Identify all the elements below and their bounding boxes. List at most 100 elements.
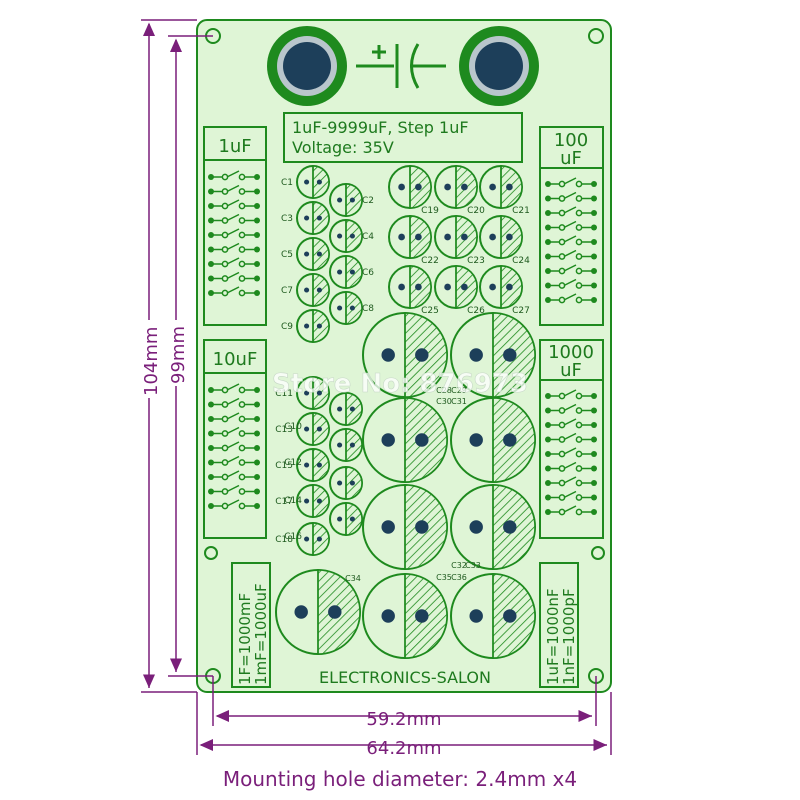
note-box-left: 1F=1000mF 1mF=1000uF: [231, 562, 271, 688]
brand-label: ELECTRONICS-SALON: [319, 668, 491, 687]
dim-width-outer: 64.2mm: [366, 738, 441, 759]
dip-switch-row: [208, 484, 260, 495]
capacitor-label: C19: [421, 206, 439, 216]
capacitor: [275, 569, 361, 655]
capacitor-label: C13: [275, 425, 293, 435]
capacitor: [450, 484, 536, 570]
capacitor: C14: [284, 466, 363, 506]
capacitor-label: C33: [465, 561, 481, 570]
capacitor: C25: [388, 265, 439, 316]
capacitor-label: C36: [451, 573, 467, 582]
capacitor: C3: [281, 201, 330, 235]
dip-switch-row: [545, 461, 597, 472]
capacitor: C16: [284, 502, 363, 542]
spec-box: [283, 112, 523, 163]
dip-switch-row: [545, 235, 597, 246]
capacitor: [362, 312, 448, 398]
dip-switch-row: [208, 441, 260, 452]
capacitor: [362, 573, 448, 659]
dip-switch-row: [545, 447, 597, 458]
terminal-left: [267, 26, 347, 106]
capacitor: [362, 484, 448, 570]
capacitor-label: C35: [436, 573, 452, 582]
capacitor: C24: [479, 215, 530, 266]
capacitor: C13: [275, 412, 330, 446]
capacitor-label: C11: [275, 389, 293, 399]
dip-switch-row: [208, 271, 260, 282]
note-left-2: 1mF=1000uF: [252, 583, 270, 685]
capacitor-label: C20: [467, 206, 485, 216]
capacitor-label: C24: [512, 256, 530, 266]
capacitor: C10: [284, 392, 363, 432]
dip-switch-row: [545, 220, 597, 231]
dip-switch-row: [208, 228, 260, 239]
capacitor: C2: [329, 183, 374, 217]
dip-switch-row: [545, 264, 597, 275]
header-1uf: 1uF: [218, 136, 251, 157]
capacitor-label: C3: [281, 214, 293, 224]
capacitor: C20: [434, 165, 485, 216]
switch-block-10uf: 10uF: [203, 339, 267, 539]
spec-line-1: 1uF-9999uF, Step 1uF: [292, 118, 469, 137]
capacitor-label: C16: [284, 532, 302, 542]
dip-switch-row: [208, 257, 260, 268]
capacitor: C27: [479, 265, 530, 316]
capacitor-label: C4: [362, 232, 374, 242]
capacitor-label: C25: [421, 306, 439, 316]
capacitor: C1: [281, 165, 330, 199]
capacitor: C9: [281, 309, 330, 343]
capacitor-label: C26: [467, 306, 485, 316]
note-right-1: 1uF=1000nF: [544, 588, 562, 685]
capacitor: C21: [479, 165, 530, 216]
capacitor-layer: C1C3C5C7C9C2C4C6C8C11C13C15C17C18C10C12C…: [275, 165, 536, 659]
capacitor: C22: [388, 215, 439, 266]
capacitor: [450, 397, 536, 483]
dip-switch-row: [545, 418, 597, 429]
switch-block-1000uf: 1000 uF: [539, 339, 604, 539]
dip-switch-row: [208, 426, 260, 437]
capacitor-label: C7: [281, 286, 293, 296]
capacitor: C8: [329, 291, 374, 325]
capacitor: C7: [281, 273, 330, 307]
dip-switch-row: [545, 403, 597, 414]
dip-switch-row: [208, 242, 260, 253]
dip-switch-row: [208, 170, 260, 181]
dip-switch-row: [208, 499, 260, 510]
capacitor: C15: [275, 448, 330, 482]
dip-switch-row: [208, 470, 260, 481]
spec-line-2: Voltage: 35V: [292, 138, 394, 157]
capacitor-symbol-icon: [356, 43, 446, 89]
dip-switch-row: [545, 293, 597, 304]
capacitor-label: C29: [451, 386, 467, 395]
capacitor: C17: [275, 484, 330, 518]
capacitor-label: C12: [284, 458, 302, 468]
capacitor-label: C5: [281, 250, 293, 260]
header-1000uf-a: 1000: [548, 342, 594, 363]
dip-switch-row: [545, 206, 597, 217]
dip-switch-row: [545, 505, 597, 516]
capacitor: C5: [281, 237, 330, 271]
capacitor-label: C23: [467, 256, 485, 266]
mounting-note: Mounting hole diameter: 2.4mm x4: [223, 767, 577, 791]
capacitor-label: C6: [362, 268, 374, 278]
dim-height-inner: 99mm: [168, 326, 189, 384]
note-box-right: 1uF=1000nF 1nF=1000pF: [539, 562, 579, 688]
note-right-2: 1nF=1000pF: [560, 588, 578, 685]
capacitor: C12: [284, 428, 363, 468]
capacitor-label: C18: [275, 535, 293, 545]
capacitor: C11: [275, 376, 330, 410]
note-left-1: 1F=1000mF: [236, 593, 254, 685]
capacitor-label: C9: [281, 322, 293, 332]
dip-switch-row: [208, 397, 260, 408]
dip-switch-row: [208, 184, 260, 195]
capacitor-label: C27: [512, 306, 530, 316]
capacitor-label: C28: [436, 386, 452, 395]
capacitor-label: C2: [362, 196, 374, 206]
watermark: Store No: 876973: [272, 369, 528, 399]
dip-switch-row: [545, 191, 597, 202]
dip-switch-row: [208, 199, 260, 210]
capacitor-label: C15: [275, 461, 293, 471]
dip-switch-row: [208, 412, 260, 423]
capacitor: [362, 397, 448, 483]
header-10uf: 10uF: [213, 349, 258, 370]
